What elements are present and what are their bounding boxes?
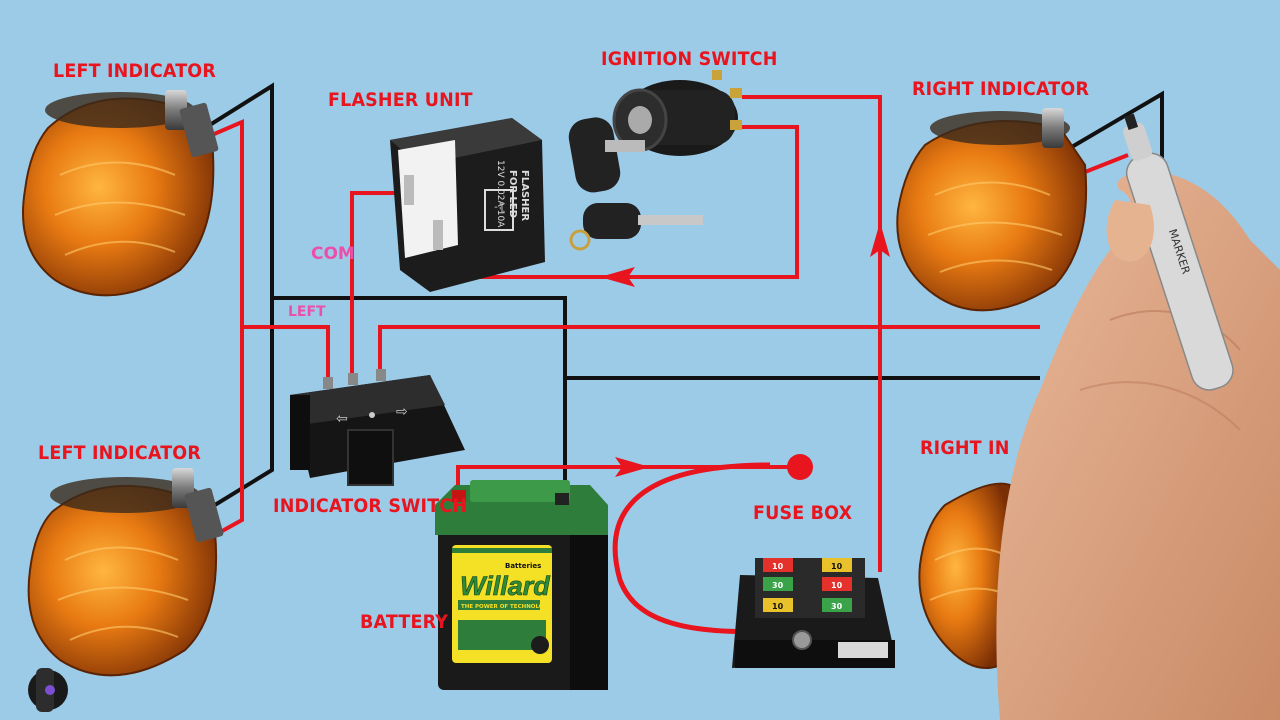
fuse-value-5: 10 [772, 602, 784, 611]
label-right-indicator-top: RIGHT INDICATOR [912, 78, 1090, 100]
battery-tagline: THE POWER OF TECHNOLOGY [461, 604, 553, 610]
indicator-switch: ⇦ ⇨ [290, 369, 465, 486]
label-left-indicator-top: LEFT INDICATOR [53, 60, 216, 82]
fuse-box: 10 10 30 10 10 30 [732, 558, 895, 668]
hand-with-marker: MARKER [996, 113, 1280, 720]
label-ignition-switch: IGNITION SWITCH [601, 48, 778, 70]
wire-red-fuse-to-ignition [742, 95, 882, 572]
wire-red-left-indicators [204, 118, 244, 537]
left-indicator-bottom-lamp [27, 468, 224, 677]
battery-sub: Batteries [505, 562, 541, 570]
svg-text:-|: -| [493, 202, 505, 213]
label-flasher-unit: FLASHER UNIT [328, 89, 473, 111]
fuse-value-4: 10 [831, 581, 843, 590]
fuse-row: 10 10 30 10 10 30 [763, 558, 852, 612]
wire-red-right-bus [378, 325, 1040, 380]
fuse-value-2: 10 [831, 562, 843, 571]
battery: Batteries Willard THE POWER OF TECHNOLOG… [435, 480, 608, 690]
fuse-box-positive-terminal [787, 454, 813, 480]
battery-brand: Willard [460, 571, 550, 601]
label-left-indicator-bottom: LEFT INDICATOR [38, 442, 201, 464]
channel-logo [28, 668, 68, 712]
label-battery: BATTERY [360, 611, 449, 633]
label-right-indicator-bottom: RIGHT IN [920, 437, 1010, 459]
arrow-battery-to-fuse [615, 457, 650, 477]
label-fuse-box: FUSE BOX [753, 502, 853, 524]
flasher-label-line2: FOR LED [507, 170, 518, 218]
wire-red-cable-thick [612, 462, 791, 635]
wire-red-battery-pos [456, 465, 800, 492]
right-indicator-bottom-lamp [918, 482, 1011, 669]
left-indicator-top-lamp [22, 90, 219, 297]
arrow-up-to-ignition [870, 222, 890, 257]
fuse-value-3: 30 [772, 581, 784, 590]
flasher-unit: -| FLASHER FOR LED 12V 0.02A-10A [390, 118, 545, 292]
label-left: LEFT [288, 304, 326, 320]
wire-red-left-to-switch [242, 325, 330, 385]
svg-text:⇦: ⇦ [336, 411, 348, 427]
flasher-label-line1: FLASHER [519, 170, 530, 221]
label-indicator-switch: INDICATOR SWITCH [273, 495, 468, 517]
wire-black-ground-bus [272, 296, 567, 535]
right-indicator-top-lamp [896, 108, 1088, 312]
flasher-label-line3: 12V 0.02A-10A [495, 160, 505, 228]
wire-red-com [350, 191, 407, 385]
wire-black-right-top [1068, 90, 1164, 160]
fuse-value-1: 10 [772, 562, 784, 571]
wire-red-right-top [1084, 153, 1129, 174]
fuse-value-6: 30 [831, 602, 843, 611]
label-com: COM [311, 244, 355, 264]
arrow-into-flasher [600, 267, 635, 287]
spare-key [569, 203, 703, 251]
svg-text:⇨: ⇨ [396, 404, 408, 420]
ignition-switch [568, 70, 742, 251]
